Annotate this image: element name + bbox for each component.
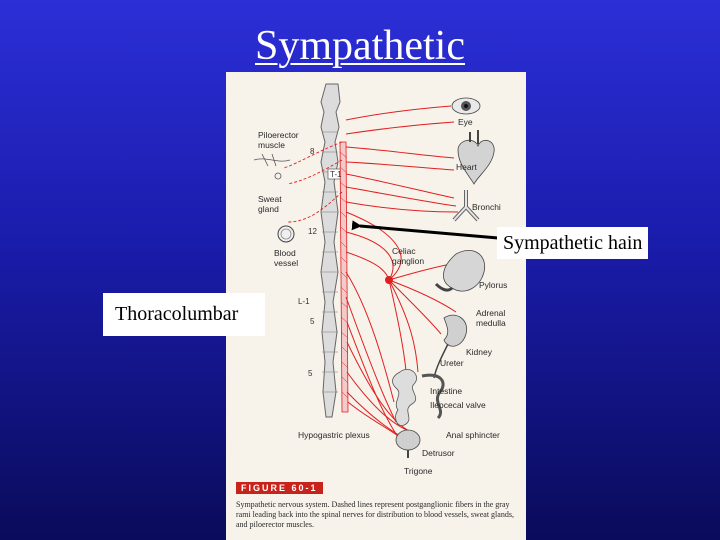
label-blood-vessel-2: vessel bbox=[274, 258, 298, 268]
label-adrenal-medulla: Adrenal bbox=[476, 308, 505, 318]
label-pylorus: Pylorus bbox=[479, 280, 507, 290]
label-ileocecal-valve: Ileocecal valve bbox=[430, 400, 486, 410]
intestine-icon bbox=[392, 368, 445, 426]
kidney-icon bbox=[433, 314, 468, 379]
label-hypogastric-plexus: Hypogastric plexus bbox=[298, 430, 370, 440]
slide-title: Sympathetic bbox=[255, 23, 465, 69]
label-ureter: Ureter bbox=[440, 358, 464, 368]
heart-icon bbox=[457, 130, 495, 185]
label-intestine: Intestine bbox=[430, 386, 462, 396]
label-bronchi: Bronchi bbox=[472, 202, 501, 212]
callout-thoracolumbar-text: Thoracolumbar bbox=[115, 303, 239, 325]
label-celiac-ganglion: Celiac bbox=[392, 246, 416, 256]
label-trigone: Trigone bbox=[404, 466, 433, 476]
hypogastric-fibers bbox=[347, 401, 399, 437]
segment-5-sacral: 5 bbox=[308, 369, 313, 378]
sympathetic-chain bbox=[339, 141, 349, 413]
blood-vessel-icon bbox=[277, 225, 295, 243]
label-piloerector-2: muscle bbox=[258, 140, 285, 150]
segment-5-lumbar: 5 bbox=[310, 317, 315, 326]
label-heart: Heart bbox=[456, 162, 477, 172]
piloerector-fibers bbox=[283, 141, 343, 223]
eye-icon bbox=[451, 97, 481, 115]
bladder-icon bbox=[395, 429, 421, 458]
label-sweat-gland-2: gland bbox=[258, 204, 279, 214]
figure-number: FIGURE 60-1 bbox=[236, 482, 323, 494]
figure-caption-box: FIGURE 60-1 Sympathetic nervous system. … bbox=[236, 478, 521, 530]
figure-caption: Sympathetic nervous system. Dashed lines… bbox=[236, 500, 514, 529]
callout-sympathetic-chain: Sympathetic hain bbox=[497, 227, 649, 259]
label-adrenal-medulla-2: medulla bbox=[476, 318, 506, 328]
label-blood-vessel: Blood bbox=[274, 248, 296, 258]
celiac-ganglion-dot bbox=[385, 276, 393, 284]
skin-hair-icon bbox=[253, 153, 291, 180]
label-piloerector: Piloerector bbox=[258, 130, 299, 140]
figure-illustration: Eye Heart Bronchi Piloerector muscle Swe… bbox=[253, 83, 507, 476]
label-eye: Eye bbox=[458, 117, 473, 127]
bronchi-icon bbox=[452, 190, 480, 222]
label-celiac-ganglion-2: ganglion bbox=[392, 256, 424, 266]
label-anal-sphincter: Anal sphincter bbox=[446, 430, 500, 440]
segment-t1: T-1 bbox=[330, 170, 342, 179]
label-sweat-gland: Sweat bbox=[258, 194, 282, 204]
callout-thoracolumbar: Thoracolumbar bbox=[103, 293, 265, 336]
segment-12: 12 bbox=[308, 227, 317, 236]
segment-l1: L-1 bbox=[298, 297, 310, 306]
sympathetic-system-figure: Eye Heart Bronchi Piloerector muscle Swe… bbox=[226, 72, 526, 540]
label-detrusor: Detrusor bbox=[422, 448, 455, 458]
spinal-cord bbox=[320, 83, 347, 418]
label-kidney: Kidney bbox=[466, 347, 493, 357]
segment-8: 8 bbox=[310, 147, 315, 156]
stomach-icon bbox=[434, 249, 486, 292]
